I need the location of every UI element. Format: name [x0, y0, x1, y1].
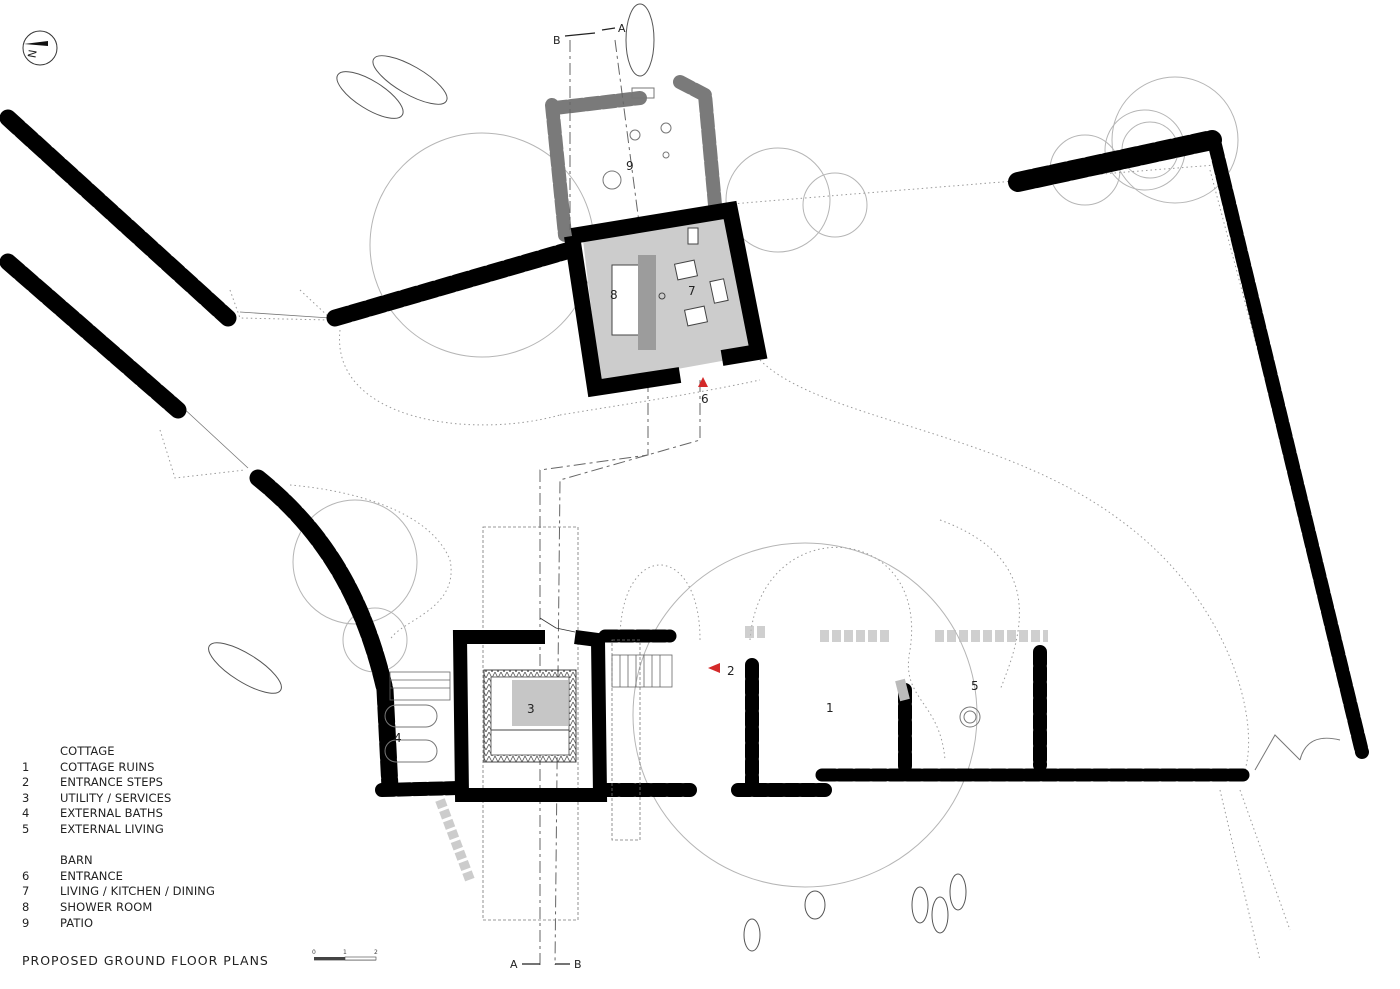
legend-num: 2	[22, 775, 30, 790]
cottage-building	[452, 617, 608, 802]
external-baths	[384, 704, 438, 763]
scale-tick-0: 0	[312, 949, 316, 956]
legend-item: COTTAGE RUINS	[60, 759, 155, 774]
room-label-5: 5	[971, 679, 979, 693]
legend-item: UTILITY / SERVICES	[60, 790, 172, 805]
dry-stone-walls	[0, 109, 1369, 797]
room-label-6: 6	[701, 392, 709, 406]
landscape-circles	[292, 76, 1239, 888]
fence-lines	[179, 311, 1341, 771]
legend-item: EXTERNAL LIVING	[60, 821, 164, 836]
room-label-7: 7	[688, 284, 696, 298]
room-label-4: 4	[394, 731, 402, 745]
legend-item: EXTERNAL BATHS	[60, 806, 163, 821]
scale-tick-1: 1	[343, 949, 347, 956]
section-marks: B A A B	[510, 22, 626, 971]
room-label-8: 8	[610, 288, 618, 302]
section-mark-bottom-left: A	[510, 958, 518, 971]
legend-num: 5	[22, 821, 30, 836]
outline-stones	[435, 626, 1048, 882]
legend-num: 9	[22, 915, 30, 930]
legend-item: LIVING / KITCHEN / DINING	[60, 884, 216, 899]
legend-num: 1	[22, 759, 30, 774]
drawing-title: PROPOSED GROUND FLOOR PLANS	[22, 953, 269, 968]
section-mark-top-right: A	[618, 22, 626, 35]
room-label-1: 1	[826, 701, 834, 715]
external-living-furniture	[959, 706, 981, 728]
room-label-2: 2	[727, 664, 735, 678]
north-arrow-icon: N	[22, 30, 58, 66]
section-mark-top-left: B	[553, 34, 561, 47]
patio-furniture	[602, 87, 672, 190]
patio-ruin-walls	[545, 75, 722, 242]
legend-item: ENTRANCE STEPS	[60, 775, 164, 790]
room-labels: 1 2 3 4 5 6 7 8 9	[394, 159, 979, 745]
section-line-dashed-frames	[482, 526, 641, 921]
section-mark-bottom-right: B	[574, 958, 582, 971]
room-label-9: 9	[626, 159, 634, 173]
legend-num: 7	[22, 884, 30, 899]
entrance-steps	[389, 654, 673, 701]
room-label-3: 3	[527, 702, 535, 716]
legend-item: SHOWER ROOM	[60, 899, 153, 914]
legend-num: 6	[22, 868, 30, 883]
legend-item: PATIO	[60, 915, 94, 930]
entrance-marker-icon	[698, 377, 720, 673]
animal-figures	[208, 3, 967, 952]
legend-barn-heading: BARN	[60, 853, 93, 868]
legend: COTTAGE 1 COTTAGE RUINS 2 ENTRANCE STEPS 3…	[22, 744, 215, 931]
north-label: N	[26, 49, 40, 59]
scale-tick-2: 2	[374, 949, 378, 956]
legend-num: 8	[22, 899, 30, 914]
legend-num: 4	[22, 806, 30, 821]
legend-cottage-heading: COTTAGE	[60, 744, 115, 758]
legend-item: ENTRANCE	[60, 868, 123, 883]
barn-building	[564, 200, 768, 398]
scale-bar: 0 1 2	[312, 949, 378, 961]
legend-num: 3	[22, 790, 30, 805]
